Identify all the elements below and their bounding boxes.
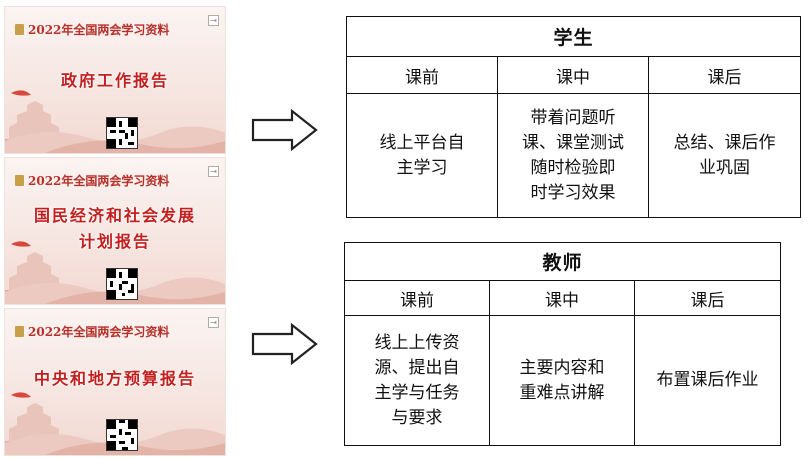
exit-icon[interactable]: ⇥ bbox=[208, 15, 219, 26]
qr-code-icon bbox=[106, 117, 138, 149]
arrow-right-icon bbox=[251, 322, 318, 366]
card-title-line-1: 国民经济和社会发展 bbox=[33, 206, 196, 225]
column-header: 课后 bbox=[634, 280, 781, 316]
report-card-government[interactable]: 2022年全国两会学习资料 ⇥ 政府工作报告 bbox=[4, 6, 226, 154]
column-header: 课前 bbox=[346, 56, 498, 94]
table-title: 教师 bbox=[344, 242, 781, 281]
card-header: 2022年全国两会学习资料 bbox=[15, 323, 169, 340]
table-title: 学生 bbox=[346, 16, 801, 57]
report-card-economic-plan[interactable]: 2022年全国两会学习资料 ⇥ 国民经济和社会发展 计划报告 bbox=[4, 157, 226, 305]
qr-code-icon bbox=[106, 268, 138, 300]
card-header: 2022年全国两会学习资料 bbox=[15, 172, 169, 189]
column-header: 课中 bbox=[497, 56, 649, 94]
exit-icon[interactable]: ⇥ bbox=[208, 166, 219, 177]
card-header: 2022年全国两会学习资料 bbox=[15, 21, 169, 38]
qr-code-icon bbox=[106, 419, 138, 451]
card-title: 政府工作报告 bbox=[60, 71, 169, 90]
book-icon bbox=[15, 24, 24, 35]
table-cell: 总结、课后作 业巩固 bbox=[648, 93, 801, 218]
table-cell: 线上平台自 主学习 bbox=[346, 93, 498, 218]
report-card-budget[interactable]: 2022年全国两会学习资料 ⇥ 中央和地方预算报告 bbox=[4, 308, 226, 456]
teacher-table: 教师 课前 课中 课后 线上上传资 源、提出自 主学与任务 与要求 主要内容和 … bbox=[344, 242, 781, 446]
student-table: 学生 课前 课中 课后 线上平台自 主学习 带着问题听 课、课堂测试 随时检验即… bbox=[346, 16, 801, 218]
exit-icon[interactable]: ⇥ bbox=[208, 317, 219, 328]
column-header: 课中 bbox=[489, 280, 635, 316]
table-cell: 带着问题听 课、课堂测试 随时检验即 时学习效果 bbox=[497, 93, 649, 218]
card-title-line-2: 计划报告 bbox=[78, 232, 151, 251]
arrow-right-icon bbox=[251, 108, 318, 152]
book-icon bbox=[15, 175, 24, 186]
table-cell: 主要内容和 重难点讲解 bbox=[489, 315, 635, 446]
column-header: 课前 bbox=[344, 280, 490, 316]
card-title: 中央和地方预算报告 bbox=[33, 369, 196, 388]
table-cell: 线上上传资 源、提出自 主学与任务 与要求 bbox=[344, 315, 490, 446]
book-icon bbox=[15, 326, 24, 337]
column-header: 课后 bbox=[648, 56, 801, 94]
table-cell: 布置课后作业 bbox=[634, 315, 781, 446]
